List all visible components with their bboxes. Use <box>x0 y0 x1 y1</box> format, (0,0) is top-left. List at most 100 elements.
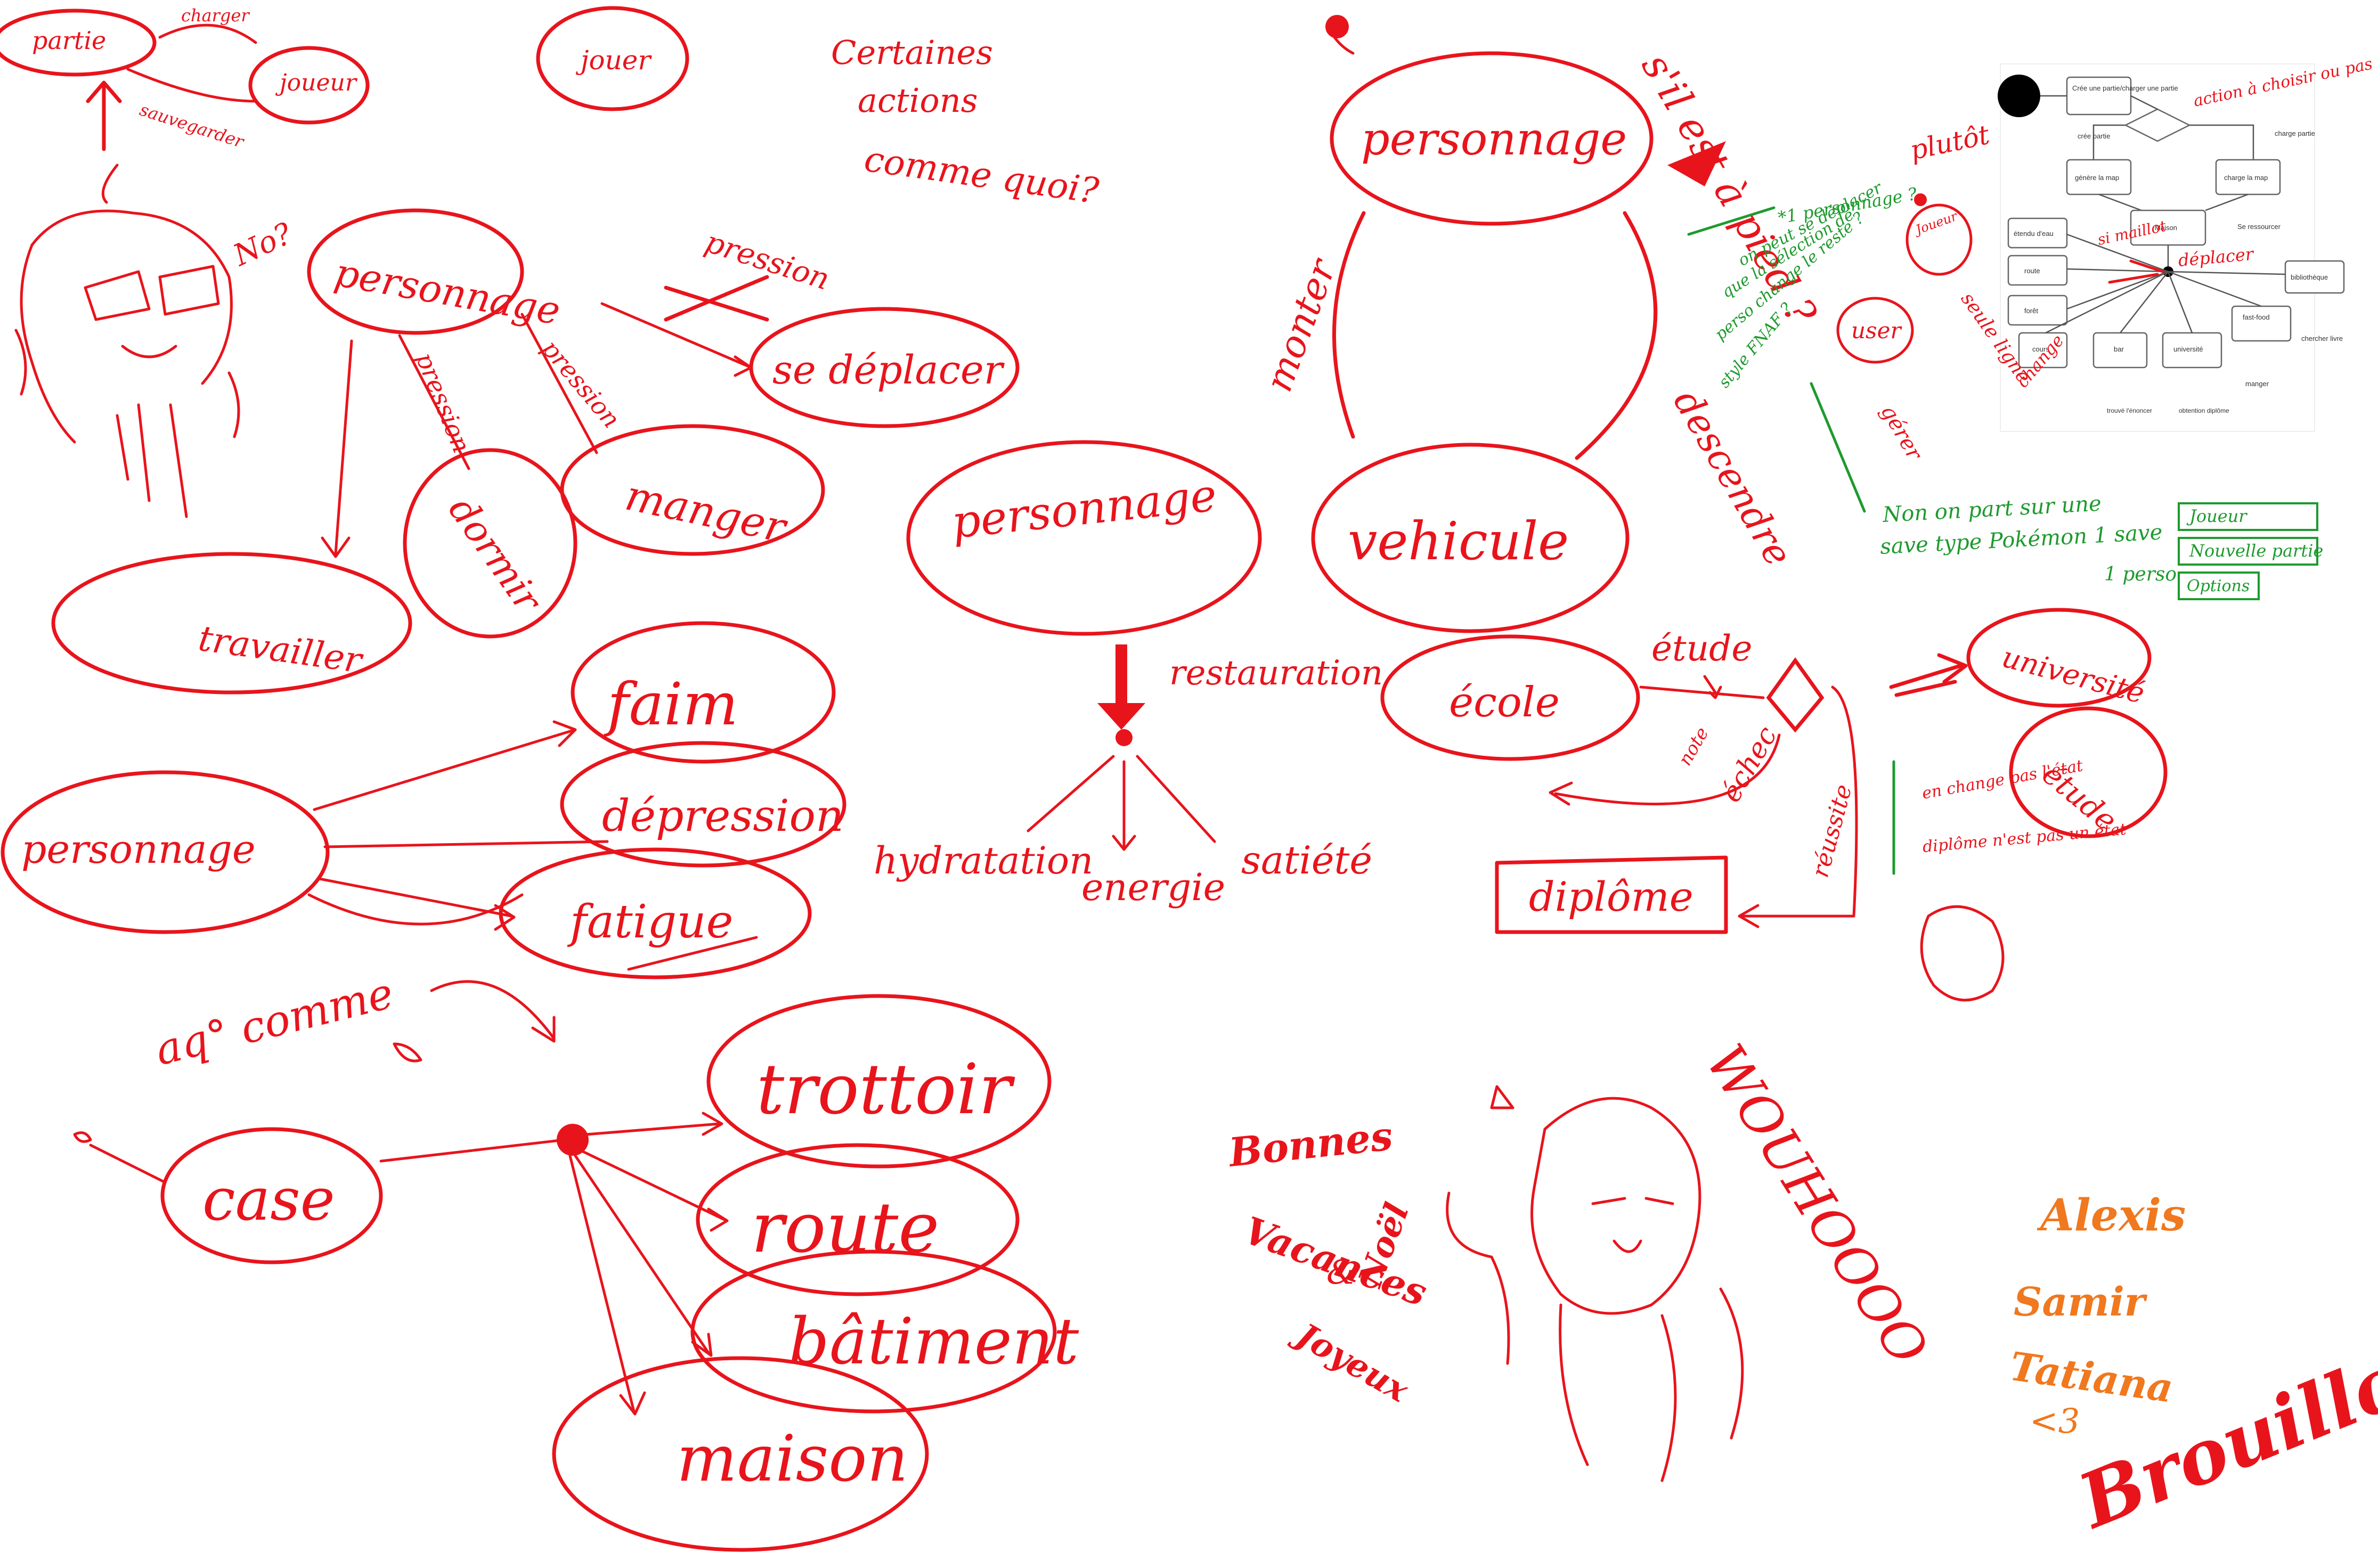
joueur-node <box>248 46 370 125</box>
ref-box-cree <box>2066 76 2132 116</box>
case-label: case <box>202 1165 335 1234</box>
menu-mock-item1-box <box>2178 502 2318 531</box>
small-doodle-face <box>1920 905 2005 1002</box>
curved-arrow <box>430 980 556 1043</box>
vehicule-node <box>1311 443 1630 633</box>
personnage-node-1 <box>307 208 524 335</box>
reussite-arrow <box>1738 685 1858 928</box>
se-deplacer-node <box>749 307 1020 428</box>
ref-box-fastfood <box>2231 305 2292 342</box>
monter-label: monter <box>1257 252 1345 397</box>
restauration-diagram: personnage restauration hydratation ener… <box>874 440 1383 909</box>
certain-actions-line1: Certaines <box>831 33 993 72</box>
doodle-face-features <box>1591 1197 1674 1253</box>
arrow-fatigue-back <box>307 893 524 926</box>
greeting-line1: Bonnes <box>1226 1113 1395 1176</box>
descendre-label: descendre <box>1665 382 1801 574</box>
school-decision <box>1766 657 1825 733</box>
personnage-node-4 <box>1330 51 1654 226</box>
monter-arc <box>1332 211 1366 439</box>
maison-node <box>552 1356 929 1552</box>
plutot-label: plutôt <box>1907 119 1992 166</box>
name-samir: Samir <box>2014 1279 2148 1325</box>
univ-arrow <box>1889 653 1968 697</box>
arrow-to-manger <box>520 313 598 454</box>
faim-node <box>571 621 836 764</box>
case-to-junction <box>379 1138 566 1163</box>
ref-eau-label: étendu d'eau <box>2014 230 2054 238</box>
etude-tick <box>1703 675 1722 699</box>
reference-flowchart: Crée une partie/charger une partie crée … <box>1998 63 2345 432</box>
reussite-label: réussite <box>1806 781 1857 880</box>
travailler-node <box>51 552 412 695</box>
brouillon-label: Brouillon <box>2066 1317 2378 1547</box>
greeting-line3: & <box>1326 1253 1356 1292</box>
arrow-to-energie <box>1112 760 1136 851</box>
faim-label: faim <box>604 670 738 738</box>
arrow-to-dormir <box>398 334 470 470</box>
batiment-node <box>690 1250 1057 1414</box>
arrow-to-route <box>579 1149 729 1232</box>
doodle-sparkle <box>1490 1085 1514 1109</box>
personnage-label-2: personnage <box>949 469 1219 549</box>
case-junction <box>557 1124 589 1156</box>
doodle-body <box>1446 1191 1744 1482</box>
ref-cree-label: Crée une partie/charger une partie <box>2072 84 2178 92</box>
ref-manger-label: manger <box>2245 380 2269 388</box>
dormir-node <box>403 448 577 639</box>
diplome-etat-label: diplôme n'est pas un état <box>1922 820 2128 856</box>
arrow-to-batiment <box>574 1154 713 1357</box>
note-label: note <box>1674 724 1713 770</box>
vehicle-red-arrow <box>1667 141 1726 186</box>
ref-route-label: route <box>2024 267 2040 275</box>
ref-box-foret <box>2007 295 2068 326</box>
diplome-label: diplôme <box>1529 873 1693 920</box>
satiete-label: satiété <box>1241 838 1372 883</box>
ref-red-strokes <box>2108 259 2164 284</box>
sauvegarder-label: sauvegarder <box>137 99 247 152</box>
menu-mock-item1: Joueur <box>2186 506 2247 526</box>
jouer-node <box>536 6 689 111</box>
echec-arrow <box>1549 733 1781 806</box>
se-deplacer-label: se déplacer <box>772 347 1005 393</box>
depression-node <box>560 741 846 868</box>
energie-label: energie <box>1081 865 1225 909</box>
diplome-box <box>1495 855 1728 934</box>
charger-label: charger <box>181 5 250 26</box>
ref-trouve-label: trouvé l'énoncer <box>2107 407 2152 414</box>
personnage-label-4: personnage <box>1361 113 1627 165</box>
certain-actions-line3: comme quoi? <box>862 138 1102 212</box>
personnage-states-diagram: personnage faim dépression fatigue <box>1 621 846 979</box>
charger-arrow <box>158 23 257 44</box>
gerer-label: gérer <box>1876 401 1927 466</box>
ref-cree-partie: crée partie <box>2078 132 2110 140</box>
small-doodle <box>393 1042 422 1063</box>
route-label: route <box>751 1187 939 1268</box>
fatigue-node <box>499 847 812 979</box>
depression-label: dépression <box>602 791 844 842</box>
green-connector <box>1810 382 1866 513</box>
doodle-face-left: No? <box>14 209 298 518</box>
ref-maison-label: Maison <box>2155 224 2177 232</box>
pression-label-2: pression <box>536 334 626 433</box>
ref-connectors-2 <box>2098 193 2249 211</box>
ecole-node <box>1380 634 1640 761</box>
ref-fastfood-label: fast-food <box>2243 313 2270 321</box>
no-label: No? <box>227 216 298 274</box>
partie-joueur-cluster: partie joueur jouer charger sauvegarder <box>0 5 689 204</box>
fatigue-label: fatigue <box>567 895 734 949</box>
etude-label: étude <box>1651 628 1752 669</box>
start-tail <box>1333 36 1355 55</box>
ref-cours-label: cours <box>2032 345 2049 353</box>
manger-label: manger <box>621 472 792 553</box>
ref-ressourcer-label: Se ressourcer <box>2237 223 2281 231</box>
ref-box-cours <box>2018 332 2068 369</box>
ref-univ-label: université <box>2173 345 2203 353</box>
arrow-to-fatigue <box>318 877 516 931</box>
ref-connectors-1 <box>2040 95 2254 160</box>
personnage-node-2 <box>906 440 1262 636</box>
joueur-ref-node <box>1905 203 1973 276</box>
ref-biblio-label: bibliothèque <box>2291 273 2328 281</box>
menu-mock-item2-box <box>2178 537 2318 566</box>
pression-label-1: pression <box>410 348 476 457</box>
